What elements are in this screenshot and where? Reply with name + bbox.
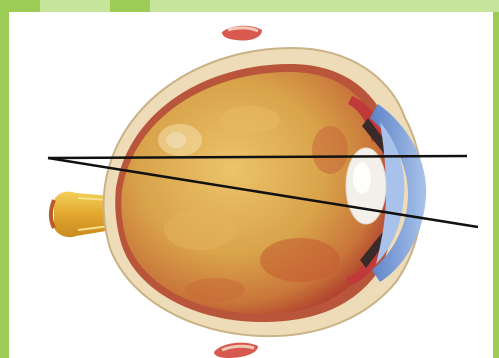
lower-eyelid (214, 343, 258, 358)
upper-eyelid (222, 26, 262, 41)
